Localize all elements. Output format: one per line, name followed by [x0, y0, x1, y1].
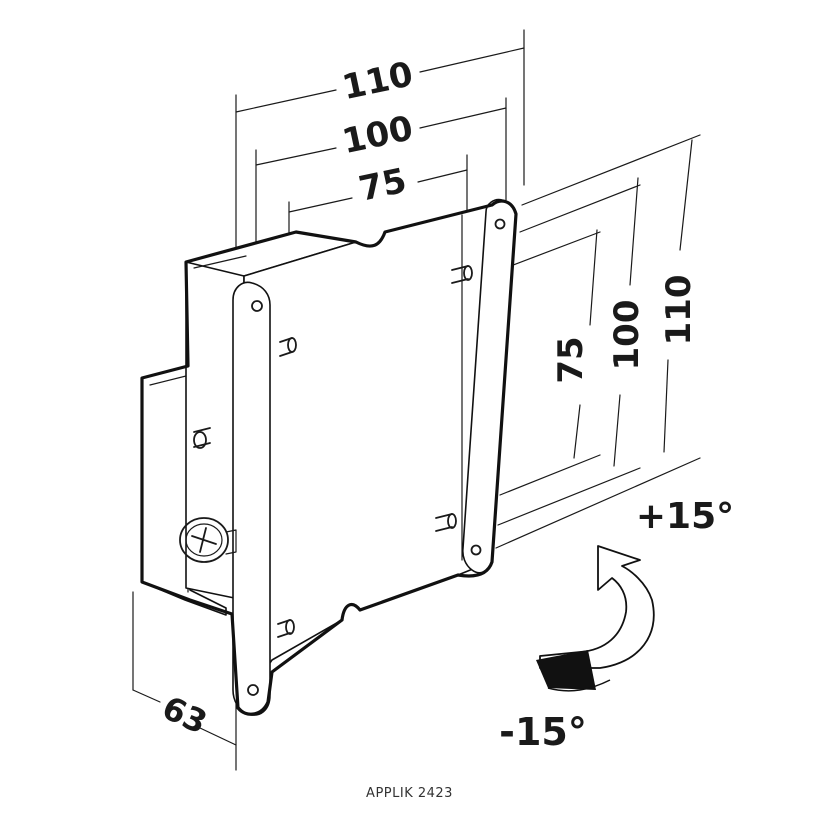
depth-dimension-lines — [132, 591, 237, 771]
dim-width-100: 100 — [339, 108, 417, 162]
bracket-side-wall — [185, 231, 357, 601]
dim-height-110: 110 — [659, 275, 699, 346]
bracket-outline — [140, 199, 518, 716]
tilt-arrow-icon — [536, 545, 655, 692]
mount-hole-top-right — [494, 218, 506, 230]
product-caption: APPLIK 2423 — [366, 786, 453, 801]
tilt-down-label: -15° — [499, 710, 587, 754]
dim-height-75: 75 — [551, 336, 591, 383]
mount-hole-bottom-right — [470, 544, 482, 556]
mounting-pins — [193, 265, 473, 638]
height-dimension-lines — [495, 134, 701, 549]
plate-left-rail — [232, 281, 271, 716]
dim-width-75: 75 — [355, 161, 410, 210]
dim-height-100: 100 — [607, 300, 647, 371]
dim-depth-63: 63 — [156, 688, 212, 741]
tilt-up-label: +15° — [636, 496, 734, 537]
front-plate — [243, 204, 493, 701]
dim-width-110: 110 — [339, 54, 417, 108]
mount-hole-bottom-left — [247, 684, 259, 696]
screw-icon — [179, 517, 237, 563]
mount-hole-top-left — [251, 300, 263, 312]
